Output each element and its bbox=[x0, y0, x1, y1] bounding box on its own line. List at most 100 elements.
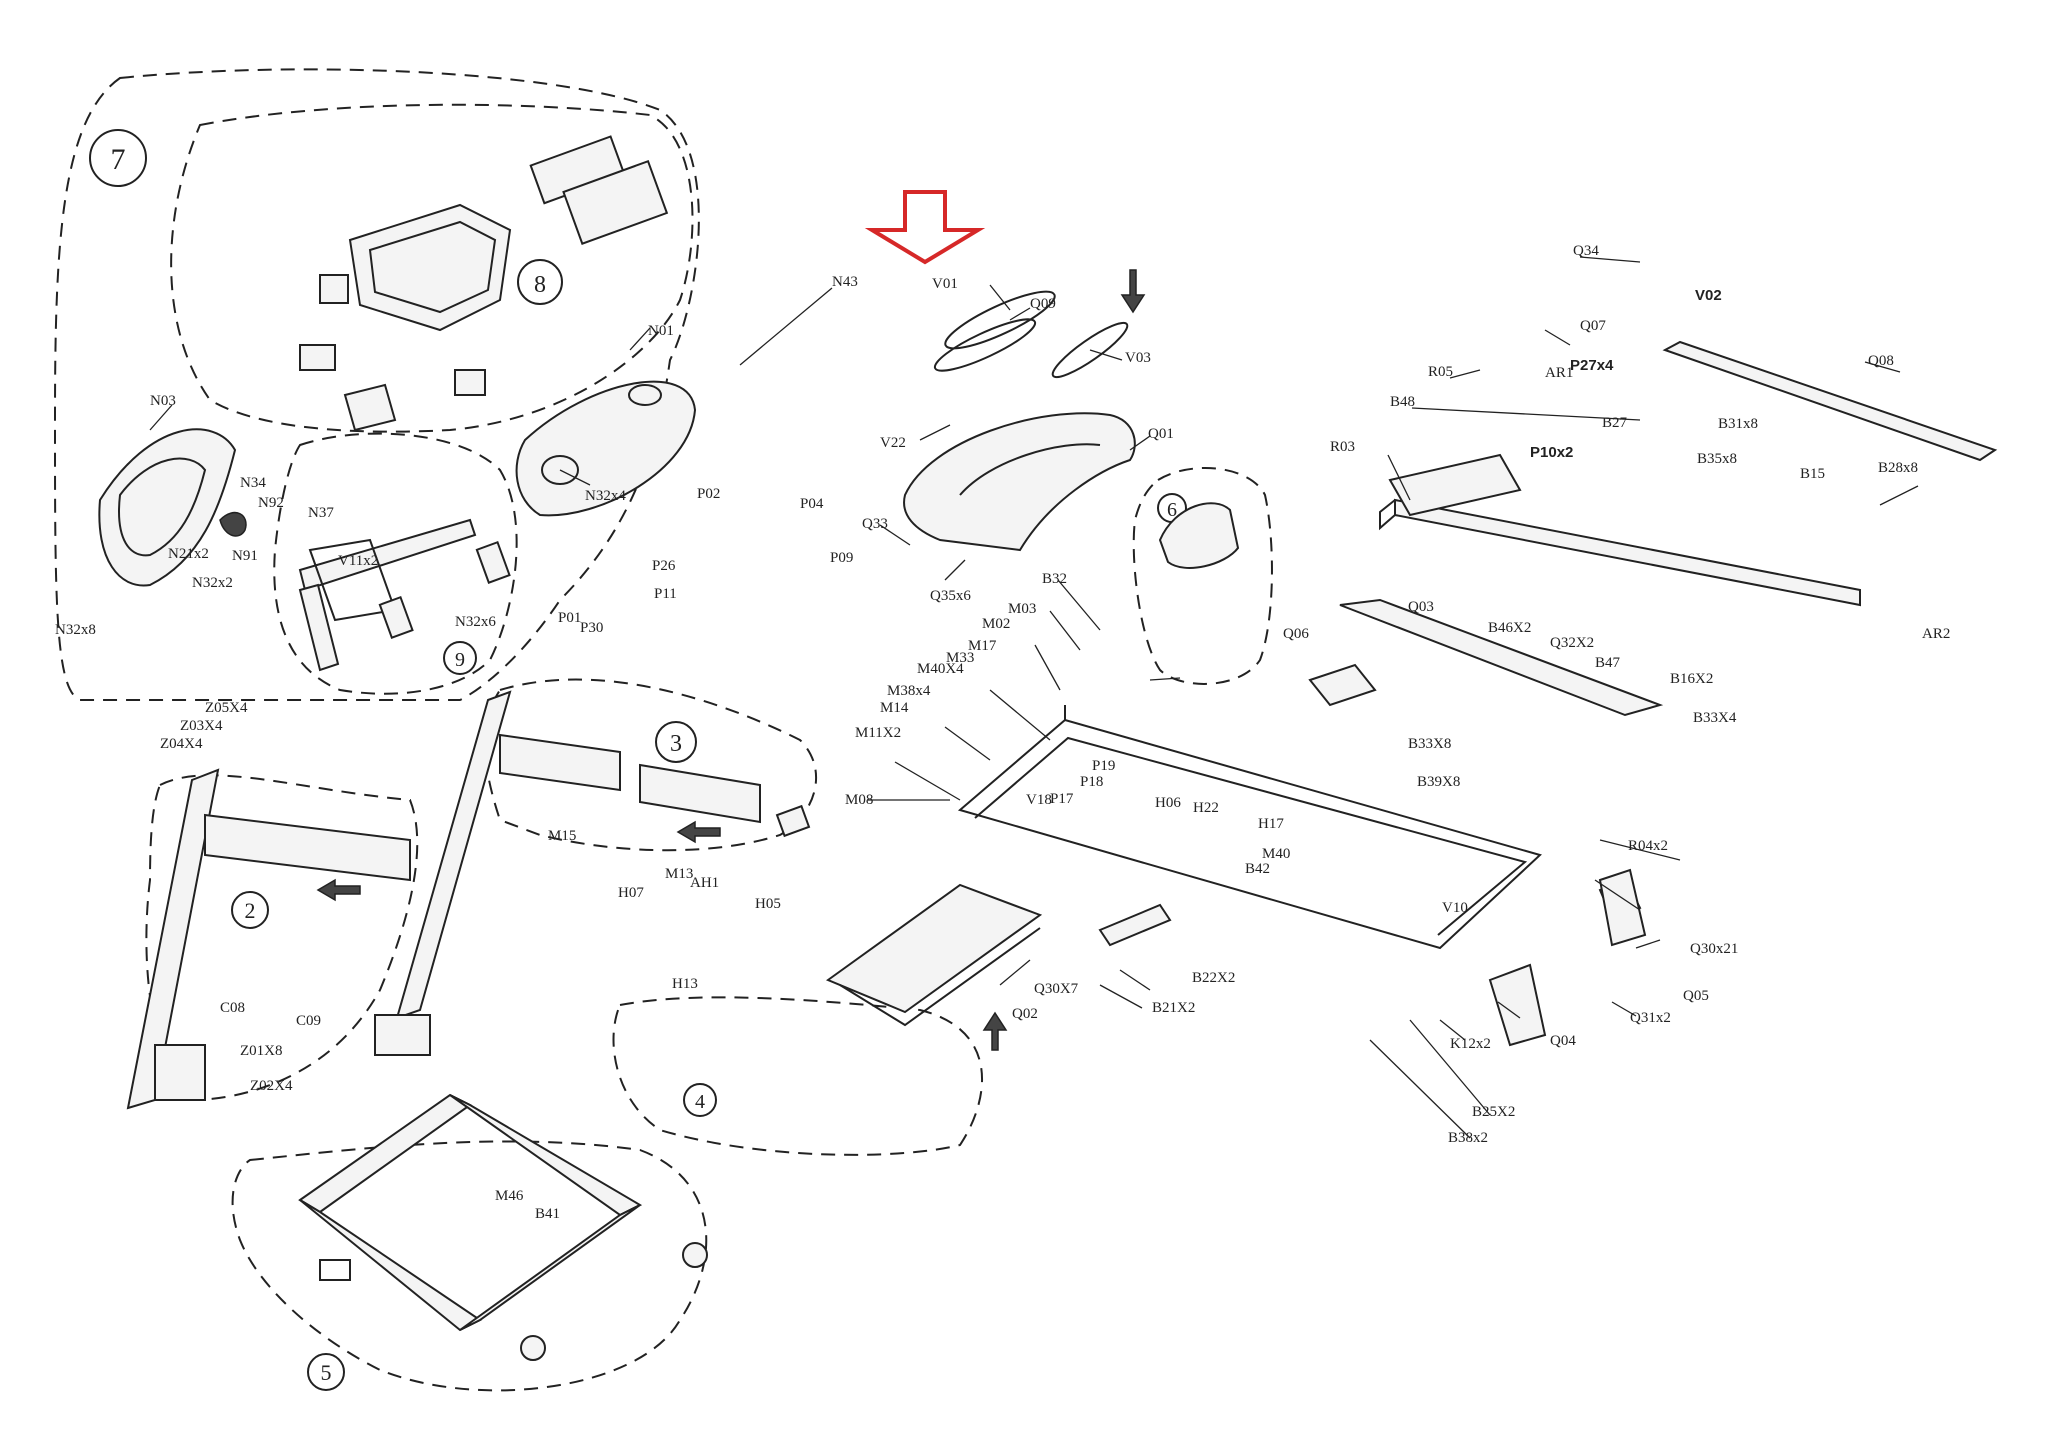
deck-frame-parts bbox=[957, 340, 1998, 1047]
group-5-number: 5 bbox=[321, 1360, 332, 1385]
highlight-arrow bbox=[864, 190, 986, 265]
part-label-b48: B48 bbox=[1390, 394, 1415, 410]
part-label-m11x2: M11X2 bbox=[855, 725, 901, 741]
part-label-r03: R03 bbox=[1330, 439, 1355, 455]
part-label-q34: Q34 bbox=[1573, 243, 1599, 259]
part-label-ah1: AH1 bbox=[690, 875, 719, 891]
part-label-q04: Q04 bbox=[1550, 1033, 1576, 1049]
part-label-m38x4: M38x4 bbox=[887, 683, 931, 699]
group-2-circle bbox=[231, 891, 269, 929]
part-label-b28x8: B28x8 bbox=[1878, 460, 1918, 476]
group-outlines bbox=[53, 68, 1273, 1392]
part-label-b16x2: B16X2 bbox=[1670, 671, 1713, 687]
part-label-b46x2: B46X2 bbox=[1488, 620, 1531, 636]
part-label-q31x2: Q31x2 bbox=[1630, 1010, 1671, 1026]
left-arrow-icon-2 bbox=[316, 878, 361, 902]
part-label-b35x8: B35x8 bbox=[1697, 451, 1737, 467]
part-label-n21x2: N21x2 bbox=[168, 546, 209, 562]
part-label-b47: B47 bbox=[1595, 655, 1621, 671]
part-label-m17: M17 bbox=[968, 638, 997, 654]
down-arrow-icon bbox=[1120, 269, 1146, 314]
part-label-m08: M08 bbox=[845, 792, 873, 808]
part-label-h05: H05 bbox=[755, 896, 781, 912]
part-label-v22: V22 bbox=[880, 435, 906, 451]
part-label-p27x4: P27x4 bbox=[1570, 357, 1614, 374]
part-label-p04: P04 bbox=[800, 496, 824, 512]
part-label-z03x4: Z03X4 bbox=[180, 718, 223, 734]
part-label-c09: C09 bbox=[296, 1013, 321, 1029]
part-label-q33: Q33 bbox=[862, 516, 888, 532]
part-label-n91: N91 bbox=[232, 548, 258, 564]
part-labels: V01Q09V03V22Q01Q33Q35x6N43N01N32x4N03N34… bbox=[55, 243, 1950, 1222]
part-label-q30x7: Q30X7 bbox=[1034, 981, 1079, 997]
part-label-n43: N43 bbox=[832, 274, 858, 290]
part-label-p30: P30 bbox=[580, 620, 603, 636]
part-label-ar1: AR1 bbox=[1545, 365, 1573, 381]
base-frame-parts bbox=[298, 1093, 708, 1361]
part-label-n32x6: N32x6 bbox=[455, 614, 496, 630]
part-label-z05x4: Z05X4 bbox=[205, 700, 248, 716]
hood-and-tray-parts bbox=[825, 290, 1240, 1027]
part-label-q08: Q08 bbox=[1868, 353, 1894, 369]
part-label-c08: C08 bbox=[220, 1000, 245, 1016]
group-2-number: 2 bbox=[245, 898, 256, 923]
part-label-p19: P19 bbox=[1092, 758, 1115, 774]
part-label-m15: M15 bbox=[548, 828, 576, 844]
part-label-q01: Q01 bbox=[1148, 426, 1174, 442]
part-label-b39x8: B39X8 bbox=[1417, 774, 1460, 790]
part-label-q02: Q02 bbox=[1012, 1006, 1038, 1022]
part-label-b27: B27 bbox=[1602, 415, 1628, 431]
part-label-z02x4: Z02X4 bbox=[250, 1078, 293, 1094]
part-label-z04x4: Z04X4 bbox=[160, 736, 203, 752]
part-label-b33x8: B33X8 bbox=[1408, 736, 1451, 752]
part-label-m13: M13 bbox=[665, 866, 693, 882]
part-label-p02: P02 bbox=[697, 486, 720, 502]
part-label-b33x4: B33X4 bbox=[1693, 710, 1737, 726]
part-label-b25x2: B25X2 bbox=[1472, 1104, 1515, 1120]
part-label-n01: N01 bbox=[648, 323, 674, 339]
part-label-r05: R05 bbox=[1428, 364, 1453, 380]
up-arrow-icon bbox=[982, 1011, 1008, 1051]
part-label-h07: H07 bbox=[618, 885, 644, 901]
part-label-q06: Q06 bbox=[1283, 626, 1309, 642]
group-8-circle bbox=[517, 259, 563, 305]
leader-lines bbox=[149, 256, 1919, 1139]
part-label-q30x21: Q30x21 bbox=[1690, 941, 1738, 957]
group-5-circle bbox=[307, 1353, 345, 1391]
group-7-circle bbox=[89, 129, 147, 187]
group-9-circle bbox=[443, 641, 477, 675]
part-label-b22x2: B22X2 bbox=[1192, 970, 1235, 986]
group-8-number: 8 bbox=[534, 272, 546, 298]
part-label-m40x4: M40X4 bbox=[917, 661, 964, 677]
part-label-v10: V10 bbox=[1442, 900, 1468, 916]
part-label-n37: N37 bbox=[308, 505, 334, 521]
handlebar-parts bbox=[298, 518, 511, 672]
part-label-n32x2: N32x2 bbox=[192, 575, 233, 591]
part-label-v01: V01 bbox=[932, 276, 958, 292]
part-label-p26: P26 bbox=[652, 558, 676, 574]
part-label-q09: Q09 bbox=[1030, 296, 1056, 312]
group-4-circle bbox=[683, 1083, 717, 1117]
part-label-b15: B15 bbox=[1800, 466, 1825, 482]
group-7-number: 7 bbox=[111, 143, 126, 176]
upright-parts bbox=[126, 690, 811, 1110]
group-9-number: 9 bbox=[455, 649, 465, 671]
part-label-k12x2: K12x2 bbox=[1450, 1036, 1491, 1052]
part-label-n32x4: N32x4 bbox=[585, 488, 626, 504]
part-label-z01x8: Z01X8 bbox=[240, 1043, 283, 1059]
group-4-number: 4 bbox=[695, 1091, 705, 1113]
part-label-m02: M02 bbox=[982, 616, 1010, 632]
part-label-v18: V18 bbox=[1026, 792, 1052, 808]
part-label-q07: Q07 bbox=[1580, 318, 1606, 334]
part-label-n03: N03 bbox=[150, 393, 176, 409]
left-arrow-icon-3 bbox=[676, 820, 721, 844]
part-label-ar2: AR2 bbox=[1922, 626, 1950, 642]
part-label-q35x6: Q35x6 bbox=[930, 588, 971, 604]
part-label-p10x2: P10x2 bbox=[1530, 444, 1573, 461]
part-label-q05: Q05 bbox=[1683, 988, 1709, 1004]
part-label-b42: B42 bbox=[1245, 861, 1270, 877]
part-label-p01: P01 bbox=[558, 610, 581, 626]
part-label-p17: P17 bbox=[1050, 791, 1074, 807]
group-6-number: 6 bbox=[1167, 499, 1177, 521]
part-label-p11: P11 bbox=[654, 586, 677, 602]
